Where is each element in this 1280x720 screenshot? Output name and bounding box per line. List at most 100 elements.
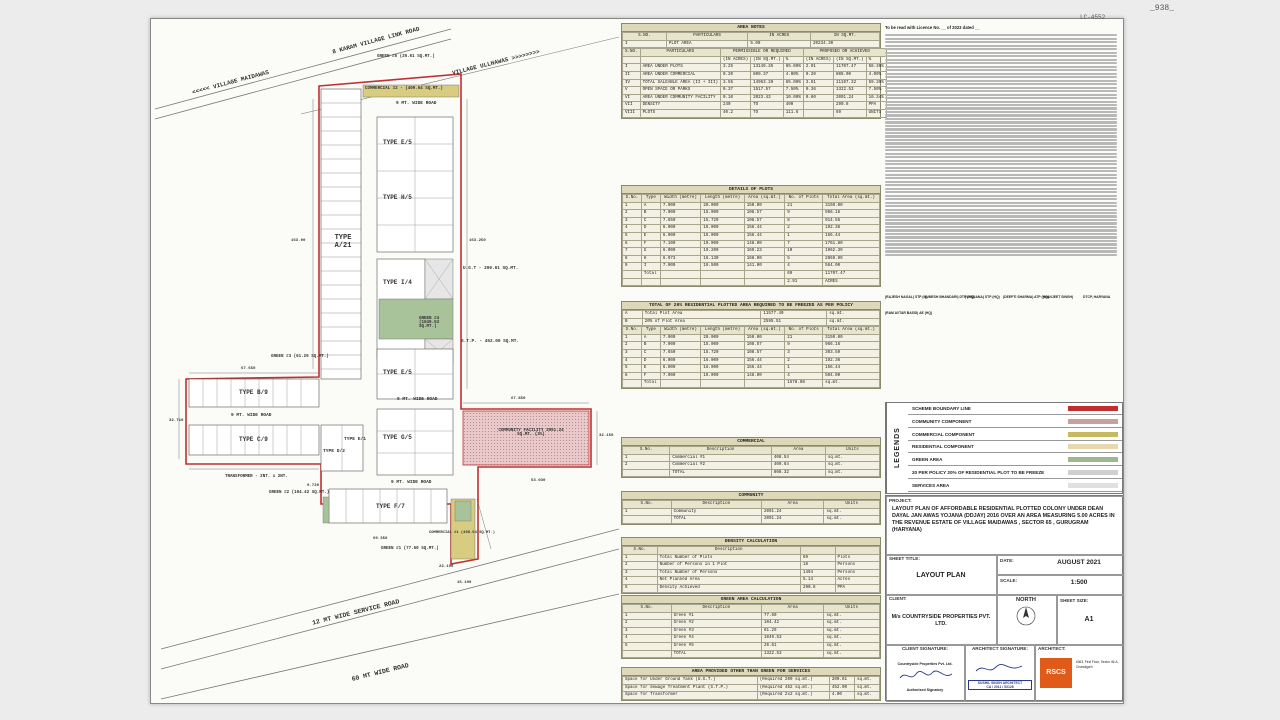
type-b9-label: TYPE B/9 [239,389,268,396]
cell: V [622,86,641,95]
legend-label: 20 PER POLICY 20% OF RESIDENTIAL PLOT TO… [912,470,1045,475]
cell: 2091.24 [832,93,867,103]
dim-label: 32.710 [169,419,184,423]
cell: Net Planned Area [656,576,801,585]
table-row: S.NO. PARTICULARS PERMISSIBLE OR REQUIRE… [622,48,887,57]
architect-signature-caption: ARCHITECT SIGNATURE: [971,646,1029,651]
cell: 452.00 [828,683,855,693]
notes-text-block [881,33,1121,257]
dim-label: 67.850 [511,397,526,401]
cell: 150.00 [743,201,786,211]
cell: 2869.99 [822,254,880,264]
cell: 10.00% [782,93,804,103]
cell: Total Number of Plots [656,553,801,563]
header-cell: Width (metre) [659,194,702,203]
header-cell: Width (metre) [659,326,702,335]
cell: H [640,254,661,264]
cell: sq.mt. [826,310,880,319]
dim-label: 67.650 [241,367,256,371]
cell: 2 [622,341,642,350]
cell: Green #4 [670,634,762,643]
cell: 16.000 [700,364,745,373]
cell: PARTICULARS [639,48,721,57]
site-plan-drawing [154,28,620,700]
cell: 0.36 [802,86,834,95]
cell: 148.00 [743,371,786,381]
type-e1-label: TYPE E/1 [344,437,367,442]
cell: 148.00 [743,239,786,249]
cell: 5 [622,583,658,593]
dim-label: 15.190 [457,581,472,585]
cell: Persons [834,568,881,578]
cell: (IN SQ.MT.) [750,55,784,65]
cell: Acres [834,576,881,585]
header-cell: Total Area (sq.mt.) [822,194,880,203]
cell: TOTAL SALEABLE AREA (II + III) [639,78,721,88]
client-signature-cell [886,644,966,702]
cell: 3 [622,216,642,226]
cell: IN SQ.MT. [810,32,880,41]
type-i4-label: TYPE I/4 [383,279,412,286]
header-cell: Area (sq.mt.) [743,194,786,203]
commercial-1-label: COMMERCIAL #1 (408.54 SQ.MT.) [429,531,496,535]
cell: 65.00% [782,78,804,88]
scale-caption: SCALE: [1000,578,1018,583]
cell: Space for Sewage Treatment Plant (S.T.P.… [622,683,758,693]
cell: 11707.47 [832,63,867,72]
drawing-sheet: 8 KARAM VILLAGE LINK ROAD <<<<< VILLAGE … [150,18,1124,704]
cell: UNITS [865,108,887,118]
cell: 303.59 [822,348,880,358]
cell: TOTAL [669,468,772,478]
table-row: S.NO. PARTICULARS IN ACRES IN SQ.MT. [622,32,880,41]
cell: sq.mt. [823,649,880,659]
cell: ACRES [822,277,880,287]
cell: 15.720 [700,216,745,226]
cell: C [640,348,661,358]
cell: 5.00 [747,39,812,49]
header-cell: S.No. [622,546,658,555]
client-company: Countryside Properties Pvt. Ltd. [897,662,953,666]
table-title: AREA PROVIDED OTHER THAN GREEN FOR SERVI… [622,668,880,676]
cell: D [640,224,661,233]
type-g5-label: TYPE G/5 [383,434,412,441]
cell: B [640,209,661,218]
signatory: (DEEPTI SHARMA) ATP (HQ) [1003,295,1049,299]
cell: 4 [622,634,672,643]
cell: 4 [622,356,642,366]
cell: 3.61 [802,78,834,88]
header-cell: Length (metre) [700,326,745,335]
cell: 290.8 [832,101,867,110]
cell: 5 [622,231,642,241]
cell: sq.mt. [853,676,881,685]
cell: 18 [799,561,836,570]
cell: 19.200 [700,247,745,256]
cell: 7.50% [782,86,804,95]
client-caption: CLIENT: [889,596,907,601]
firm-address: #363, First Floor, Sector 46-A, Chandiga… [1076,660,1119,669]
signatory-2: (RAM AVTAR BASSI) AE (HQ) [885,311,933,315]
dim-label: 69.350 [373,537,388,541]
cell: 2 [621,461,671,470]
community-facility-label: COMMUNITY FACILITY 2091.24 SQ.MT. (3%) [498,429,564,437]
cell: sq.mt. [853,683,881,693]
cell: 2 [622,619,672,628]
cell: 9 [622,262,642,271]
cell: IV [622,78,641,88]
cell: E [640,364,661,373]
cell: 4 [784,262,824,271]
cell: 7.100 [659,239,702,249]
cell: Number of Persons in 1 Plot [656,561,801,570]
cell: 15.720 [700,348,745,358]
